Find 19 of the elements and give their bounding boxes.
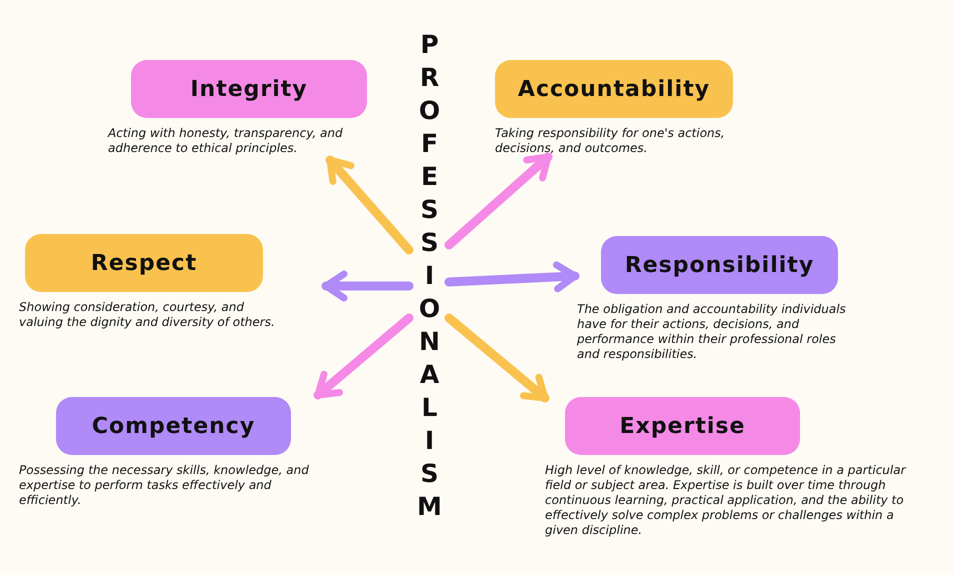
rounded-label-box: Expertise [565,397,800,455]
arrow [444,261,580,292]
rounded-label-box: Integrity [131,60,367,118]
description-text: The obligation and accountability individuals have for their actions, decisions, and performance within their professional roles and responsibilities. [577,302,847,362]
arrow [444,152,552,250]
rounded-label-box: Responsibility [601,236,838,294]
arrow [444,314,550,402]
rounded-label-box: Accountability [495,60,733,118]
description-text: Taking responsibility for one's actions, decisions, and outcomes. [495,126,726,156]
arrow [326,156,414,254]
description-text: Possessing the necessary skills, knowledge, and expertise to perform tasks effectively and efficiently. [19,463,310,508]
rounded-label-box: Competency [56,397,291,455]
description-text: Acting with honesty, transparency, and adherence to ethical principles. [108,126,344,156]
description-text: Showing consideration, courtesy, and valuing the dignity and diversity of others. [19,300,276,330]
rounded-label-box: Respect [25,234,263,292]
arrow [322,270,414,302]
description-text: High level of knowledge, skill, or competence in a particular field or subject area. Expertise is built over time through continuous learning, practical application, and the ability to effectively solve complex problems or challenges within a given discipline. [545,463,908,538]
arrow [314,314,414,400]
vertical-title-text: PROFESSIONALISM [411,30,447,525]
